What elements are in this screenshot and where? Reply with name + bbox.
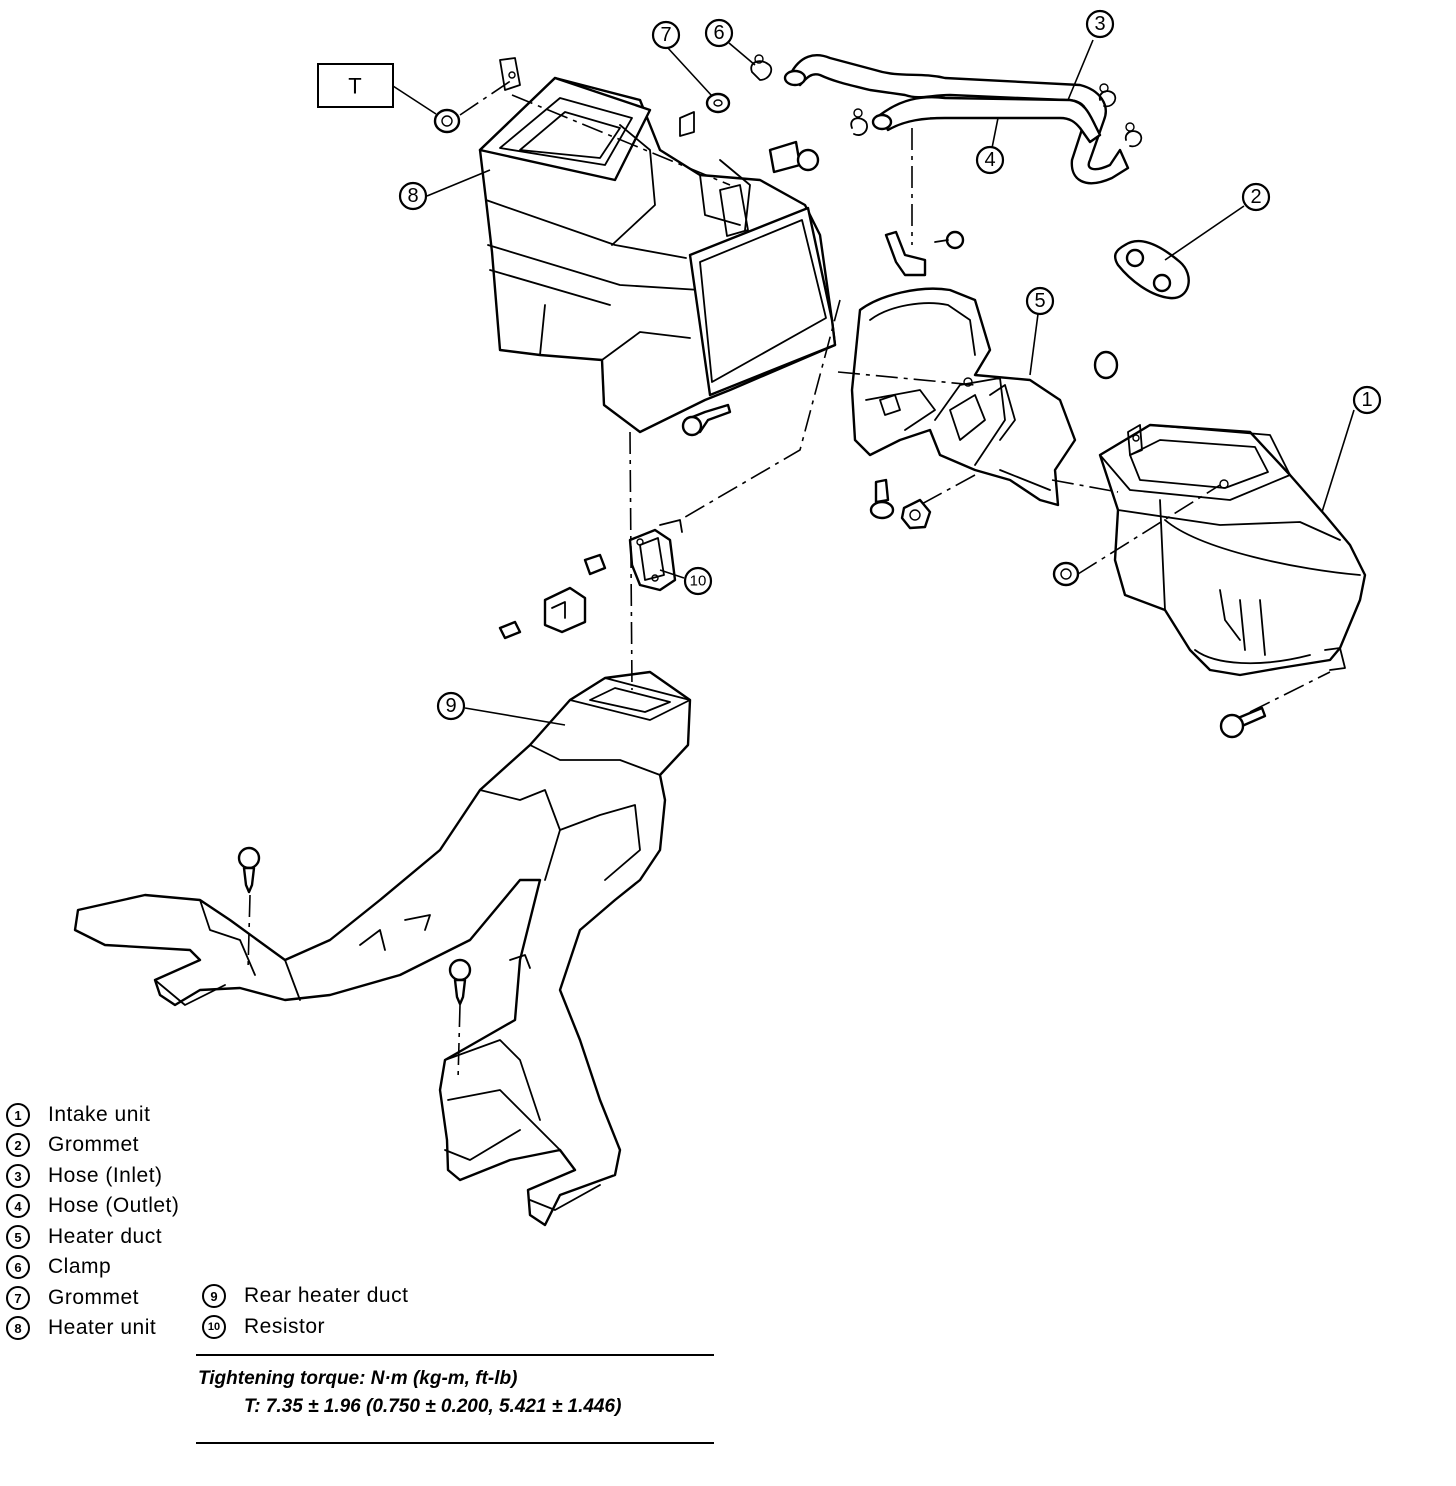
heater-unit — [478, 57, 837, 434]
svg-text:1: 1 — [1361, 389, 1372, 411]
legend-number: 3 — [6, 1164, 30, 1188]
legend-label: Resistor — [244, 1315, 326, 1338]
callout-1: 1 — [1352, 385, 1382, 415]
torque-spec: Tightening torque: N·m (kg-m, ft-lb) T: … — [196, 1354, 714, 1444]
svg-text:4: 4 — [984, 149, 995, 171]
legend-number: 1 — [6, 1103, 30, 1127]
callout-7: 7 — [651, 20, 681, 50]
hose-outlet — [871, 96, 1102, 144]
legend-item: 9 Rear heater duct — [202, 1281, 408, 1311]
screw-left — [237, 846, 261, 894]
svg-text:10: 10 — [690, 573, 707, 590]
callout-5: 5 — [1025, 286, 1055, 316]
bolt-intake — [1219, 706, 1267, 739]
bolt-heater — [681, 403, 732, 437]
legend-label: Grommet — [48, 1286, 140, 1309]
svg-text:8: 8 — [407, 185, 418, 207]
legend-item: 8 Heater unit — [6, 1313, 156, 1343]
legend-number: 9 — [202, 1284, 226, 1308]
torque-value: T: 7.35 ± 1.96 (0.750 ± 0.200, 5.421 ± 1… — [244, 1396, 622, 1417]
assembly-lines — [247, 79, 1331, 1081]
legend-label: Heater unit — [48, 1316, 157, 1339]
callout-10: 10 — [683, 566, 713, 596]
hose-inlet — [783, 54, 1130, 185]
torque-nut — [433, 108, 461, 134]
svg-text:9: 9 — [445, 695, 456, 717]
legend-label: Heater duct — [48, 1225, 163, 1248]
legend-label: Rear heater duct — [244, 1284, 409, 1307]
hose-bracket — [884, 230, 965, 277]
legend-item: 5 Heater duct — [6, 1222, 162, 1252]
legend-item: 4 Hose (Outlet) — [6, 1191, 179, 1221]
callout-2: 2 — [1241, 182, 1271, 212]
bolt-duct — [869, 478, 932, 530]
nut-intake — [1052, 561, 1080, 587]
resistor-connector — [498, 586, 587, 640]
legend-label: Hose (Outlet) — [48, 1194, 180, 1217]
legend-item: 1 Intake unit — [6, 1100, 150, 1130]
callout-3: 3 — [1085, 9, 1115, 39]
svg-text:6: 6 — [713, 22, 724, 44]
legend-number: 5 — [6, 1225, 30, 1249]
legend-number: 6 — [6, 1255, 30, 1279]
intake-unit — [1098, 423, 1367, 677]
legend-item: 2 Grommet — [6, 1130, 139, 1160]
legend-item: 3 Hose (Inlet) — [6, 1161, 163, 1191]
clamp-icon — [750, 54, 1143, 148]
svg-text:5: 5 — [1034, 290, 1045, 312]
svg-text:2: 2 — [1250, 186, 1261, 208]
svg-text:3: 3 — [1094, 13, 1105, 35]
callout-6: 6 — [704, 18, 734, 48]
legend-number: 8 — [6, 1316, 30, 1340]
grommet-round — [1093, 350, 1119, 380]
callout-8: 8 — [398, 181, 428, 211]
torque-mark-box: T — [317, 63, 394, 108]
callout-9: 9 — [436, 691, 466, 721]
leader-lines — [392, 39, 1355, 726]
legend-number: 10 — [202, 1315, 226, 1339]
legend-number: 2 — [6, 1133, 30, 1157]
torque-mark-label: T — [348, 74, 361, 99]
heater-duct — [850, 287, 1077, 507]
legend-label: Intake unit — [48, 1103, 151, 1126]
legend-label: Hose (Inlet) — [48, 1164, 163, 1187]
legend-label: Grommet — [48, 1133, 140, 1156]
screw-center — [448, 958, 472, 1006]
legend-number: 7 — [6, 1286, 30, 1310]
legend-label: Clamp — [48, 1255, 112, 1278]
legend-item: 10 Resistor — [202, 1312, 325, 1342]
grommet-large — [1114, 239, 1190, 300]
rear-heater-duct — [73, 670, 692, 1227]
svg-text:7: 7 — [660, 24, 671, 46]
torque-heading: Tightening torque: N·m (kg-m, ft-lb) — [198, 1368, 518, 1389]
legend-item: 7 Grommet — [6, 1283, 139, 1313]
resistor — [583, 519, 683, 592]
grommet-small — [705, 92, 731, 114]
legend-number: 4 — [6, 1194, 30, 1218]
callout-4: 4 — [975, 145, 1005, 175]
legend-item: 6 Clamp — [6, 1252, 111, 1282]
